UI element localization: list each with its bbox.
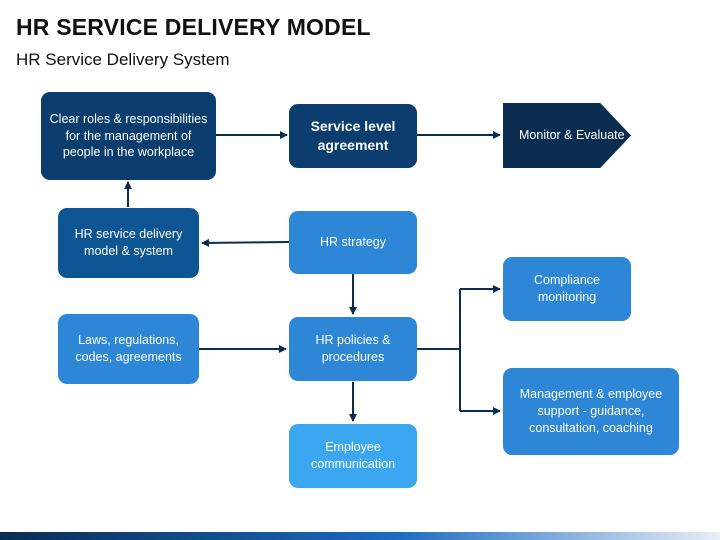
page-subtitle: HR Service Delivery System — [16, 50, 230, 69]
node-compliance-monitoring: Compliance monitoring — [503, 257, 631, 321]
node-monitor-evaluate: Monitor & Evaluate — [503, 103, 631, 168]
node-management-support: Management & employee support - guidance… — [503, 368, 679, 455]
node-employee-communication: Employee communication — [289, 424, 417, 488]
node-hr-strategy: HR strategy — [289, 211, 417, 274]
node-laws-regulations: Laws, regulations, codes, agreements — [58, 314, 199, 384]
node-hr-policies: HR policies & procedures — [289, 317, 417, 381]
node-clear-roles: Clear roles & responsibilities for the m… — [41, 92, 216, 180]
node-service-level-agreement: Service level agreement — [289, 104, 417, 168]
node-hr-service-delivery: HR service delivery model & system — [58, 208, 199, 278]
footer-bar — [0, 532, 720, 540]
arrow-strategy-to-hr-service — [201, 238, 290, 247]
page-title: HR SERVICE DELIVERY MODEL — [16, 14, 371, 40]
